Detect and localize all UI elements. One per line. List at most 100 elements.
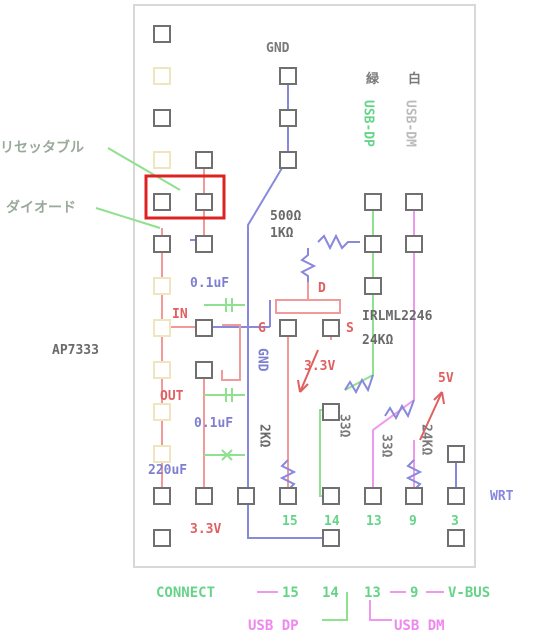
pad (237, 487, 255, 505)
pad (405, 193, 423, 211)
arrow-5v-head (433, 391, 445, 405)
pad (364, 277, 382, 295)
label-r1k: 1KΩ (270, 226, 294, 241)
resistor-33b (384, 399, 415, 421)
pad (153, 319, 171, 337)
board-outline (133, 4, 476, 568)
pad (153, 361, 171, 379)
label-r500: 500Ω (270, 209, 301, 224)
label-out: OUT (160, 389, 184, 404)
pad (279, 67, 297, 85)
pad (405, 487, 423, 505)
legend-vbus: V-BUS (448, 585, 490, 601)
arrows (297, 349, 445, 441)
legend-14: 14 (322, 585, 339, 601)
pad (153, 67, 171, 85)
pad (322, 487, 340, 505)
label-gnd-mid: GND (255, 348, 270, 372)
legend-13: 13 (364, 585, 381, 601)
label-gnd-top: GND (266, 41, 290, 56)
label-pin13: 13 (366, 514, 382, 529)
resistor-2k (279, 459, 297, 491)
arrow-5v (419, 391, 443, 441)
reg-body (221, 324, 241, 381)
label-green-jp: 緑 (366, 71, 380, 87)
legend-connect: CONNECT (156, 585, 215, 601)
pad (195, 235, 213, 253)
pad (279, 319, 297, 337)
highlight-box (144, 174, 226, 220)
resistor-33a (344, 374, 374, 395)
pad (195, 151, 213, 169)
pad (447, 445, 465, 463)
label-pin14: 14 (324, 514, 340, 529)
legend-9: 9 (410, 585, 418, 601)
label-pin15: 15 (282, 514, 298, 529)
pad (279, 109, 297, 127)
resistor-500 (317, 233, 360, 251)
pad (195, 487, 213, 505)
resistor-1k (300, 248, 317, 282)
labels: GND 緑 白 USB-DP USB-DM リセッタブル ダイオード 500Ω … (0, 41, 514, 537)
label-33v-mid: 3.3V (304, 359, 335, 374)
legend: CONNECT 15 14 13 9 V-BUS USB DP USB DM (156, 585, 490, 634)
pad (279, 487, 297, 505)
label-ap7333: AP7333 (52, 343, 99, 358)
legend-lines (257, 591, 444, 621)
label-cap-01-top: 0.1uF (190, 276, 229, 291)
pad (153, 277, 171, 295)
label-g: G (258, 321, 266, 336)
label-pin9: 9 (409, 514, 417, 529)
legend-usb-dp: USB DP (248, 618, 299, 634)
legend-usb-dm: USB DM (394, 618, 445, 634)
legend-line-13 (369, 600, 392, 621)
resistors (279, 233, 423, 491)
label-wrt: WRT (490, 489, 514, 504)
arrow-33v (299, 349, 319, 393)
pad (153, 445, 171, 463)
label-irlml: IRLML2246 (362, 309, 433, 324)
label-33v-bot: 3.3V (190, 522, 221, 537)
pad (195, 361, 213, 379)
legend-line-14 (322, 592, 348, 621)
pad (153, 487, 171, 505)
label-r2k: 2KΩ (257, 424, 272, 448)
label-r24k-b: 24KΩ (419, 424, 434, 455)
label-pin3: 3 (451, 514, 459, 529)
label-r33-a: 33Ω (337, 414, 352, 438)
pad (447, 529, 465, 547)
label-5v: 5V (438, 371, 454, 386)
label-usb-dm-vertical: USB-DM (403, 100, 418, 147)
pad (153, 529, 171, 547)
pad (279, 151, 297, 169)
pad (195, 319, 213, 337)
pad (153, 151, 171, 169)
pad (322, 403, 340, 421)
arrow-33v-head (297, 379, 309, 393)
pad (364, 487, 382, 505)
label-diode: ダイオード (6, 199, 76, 216)
callout-lines (95, 147, 181, 229)
pads (153, 25, 465, 547)
callout-diode (95, 207, 161, 229)
label-r24k-a: 24KΩ (362, 333, 393, 348)
label-resettable: リセッタブル (0, 139, 84, 156)
pad (153, 193, 171, 211)
resistor-24k (405, 459, 423, 491)
cap-220 (221, 449, 233, 461)
label-s: S (346, 321, 354, 336)
pad (405, 235, 423, 253)
pad (153, 235, 171, 253)
pad (153, 109, 171, 127)
label-in: IN (172, 307, 188, 322)
mosfet-body (275, 299, 341, 314)
label-d: D (318, 281, 326, 296)
label-usb-dp-vertical: USB-DP (361, 100, 376, 147)
label-cap-01-bot: 0.1uF (194, 416, 233, 431)
label-r33-b: 33Ω (379, 434, 394, 458)
cap-01-bot (225, 388, 233, 402)
capacitors (221, 298, 233, 461)
cap-01-top (225, 298, 233, 312)
label-cap-220: 220uF (148, 463, 187, 478)
